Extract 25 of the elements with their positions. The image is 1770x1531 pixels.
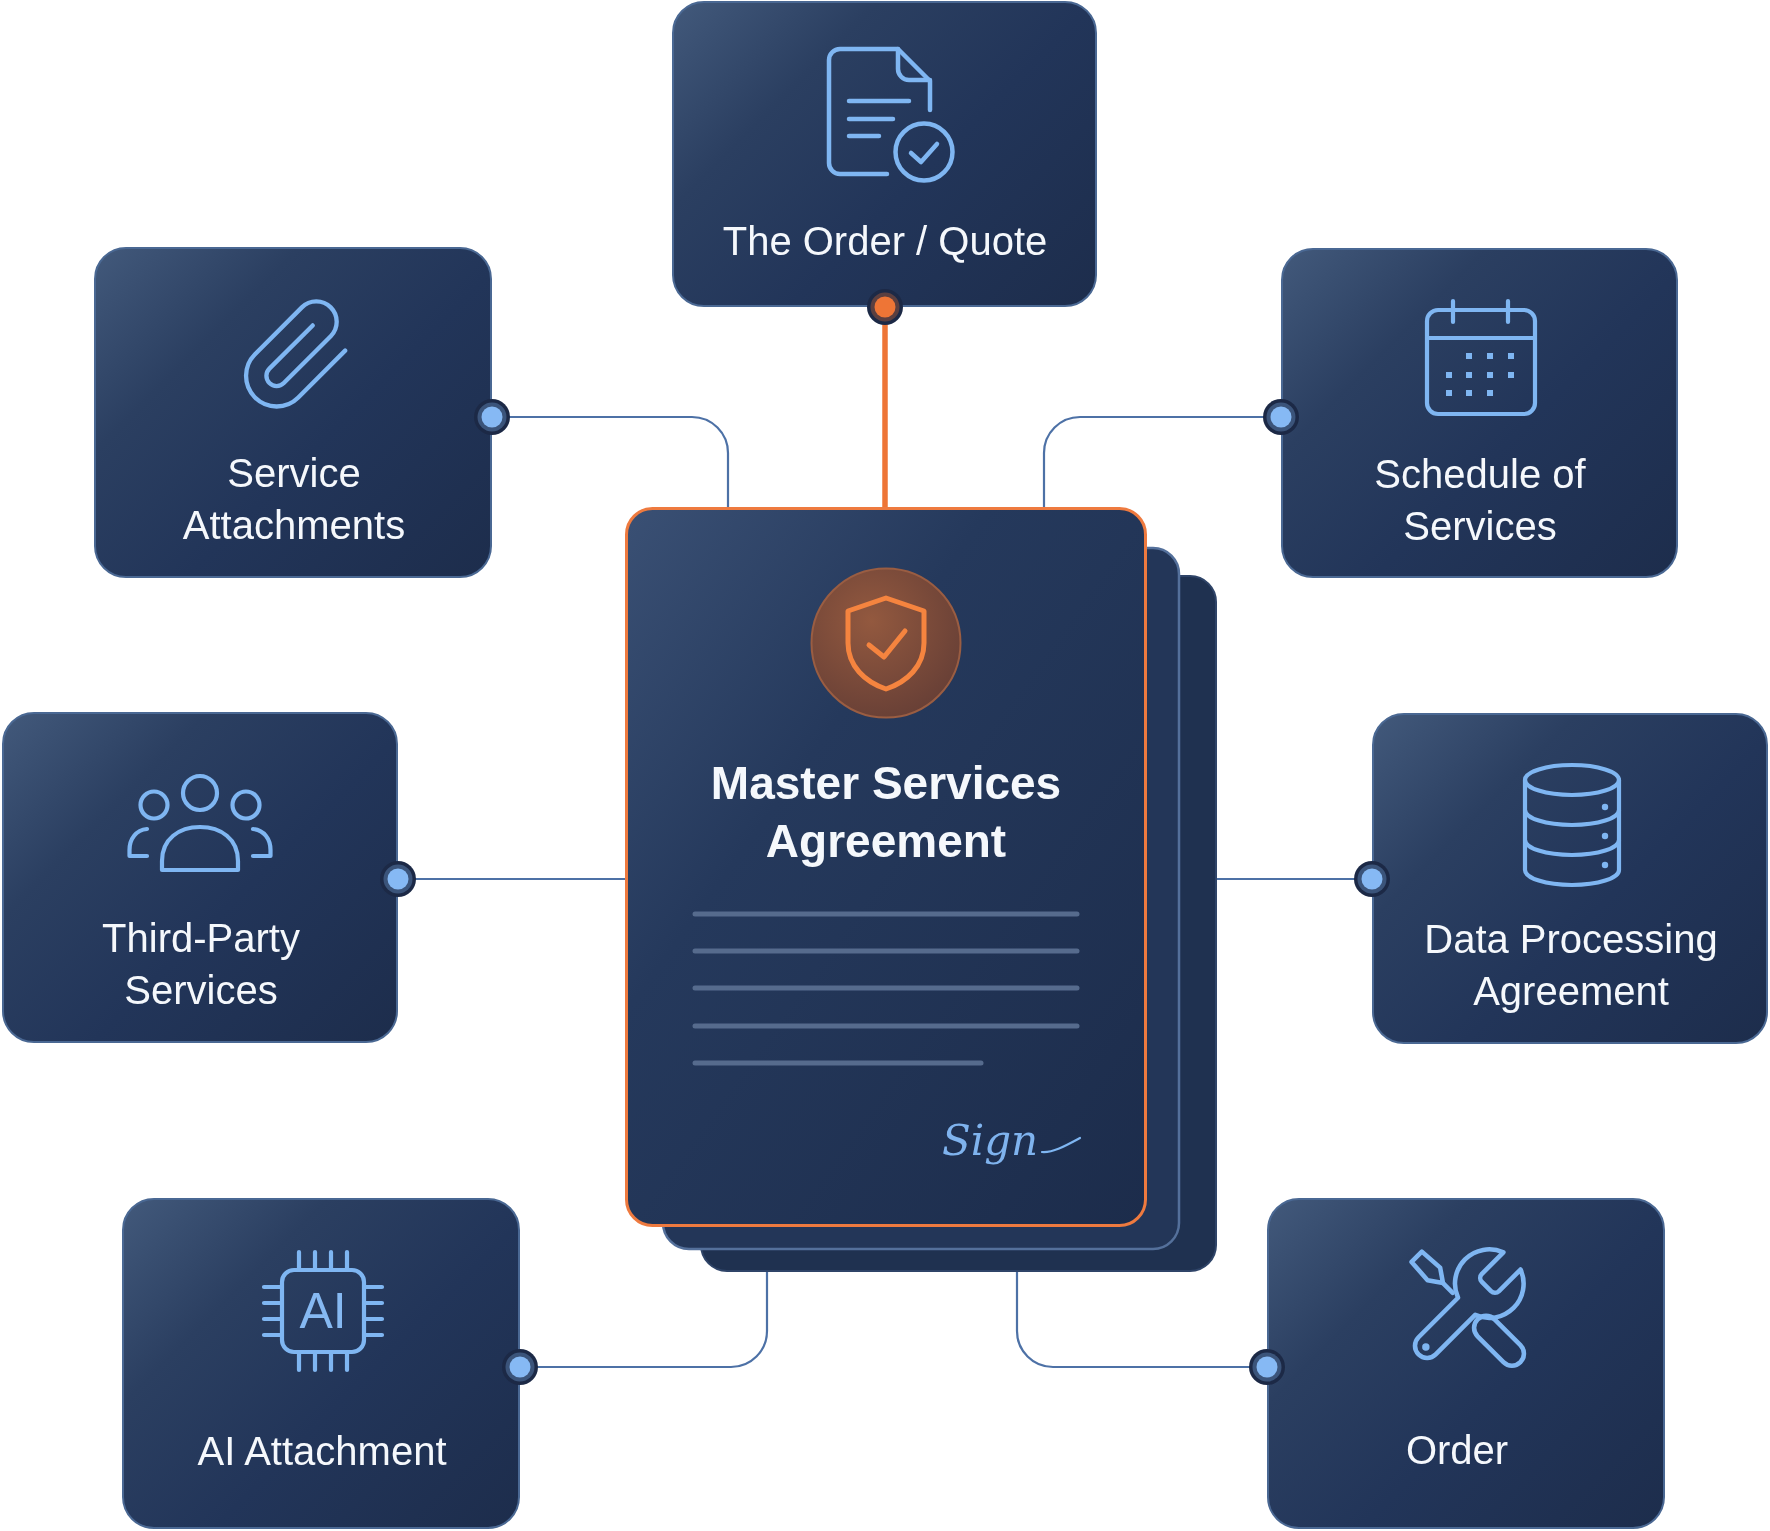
connector-line (867, 289, 903, 507)
topic-card (672, 1, 1097, 307)
connector-line (502, 1272, 769, 1385)
document-stack (625, 507, 1217, 1272)
topic-card (1372, 713, 1768, 1044)
chip-text: AI (298, 1283, 348, 1339)
node-label: Third-Party Services (101, 915, 301, 1014)
topic-card (122, 1198, 520, 1529)
connector-line (1217, 861, 1390, 897)
connector-line (1015, 1272, 1285, 1385)
node-label: Order (1404, 1427, 1510, 1474)
node-label: The Order / Quote (721, 218, 1049, 265)
connector-line (380, 861, 625, 897)
node-label: Service Attachments (181, 450, 407, 549)
document-title: Master Services Agreement (709, 756, 1063, 869)
node-label: Data Processing Agreement (1423, 916, 1719, 1015)
node-label: Schedule of Services (1373, 451, 1587, 550)
topic-card (1267, 1198, 1665, 1529)
signature-text: Sign (940, 1115, 1040, 1167)
topic-card (1281, 248, 1678, 578)
connector-line (1042, 399, 1299, 507)
node-label: AI Attachment (196, 1428, 448, 1475)
topic-card (94, 247, 492, 578)
topic-card (2, 712, 398, 1043)
connector-line (474, 399, 730, 507)
